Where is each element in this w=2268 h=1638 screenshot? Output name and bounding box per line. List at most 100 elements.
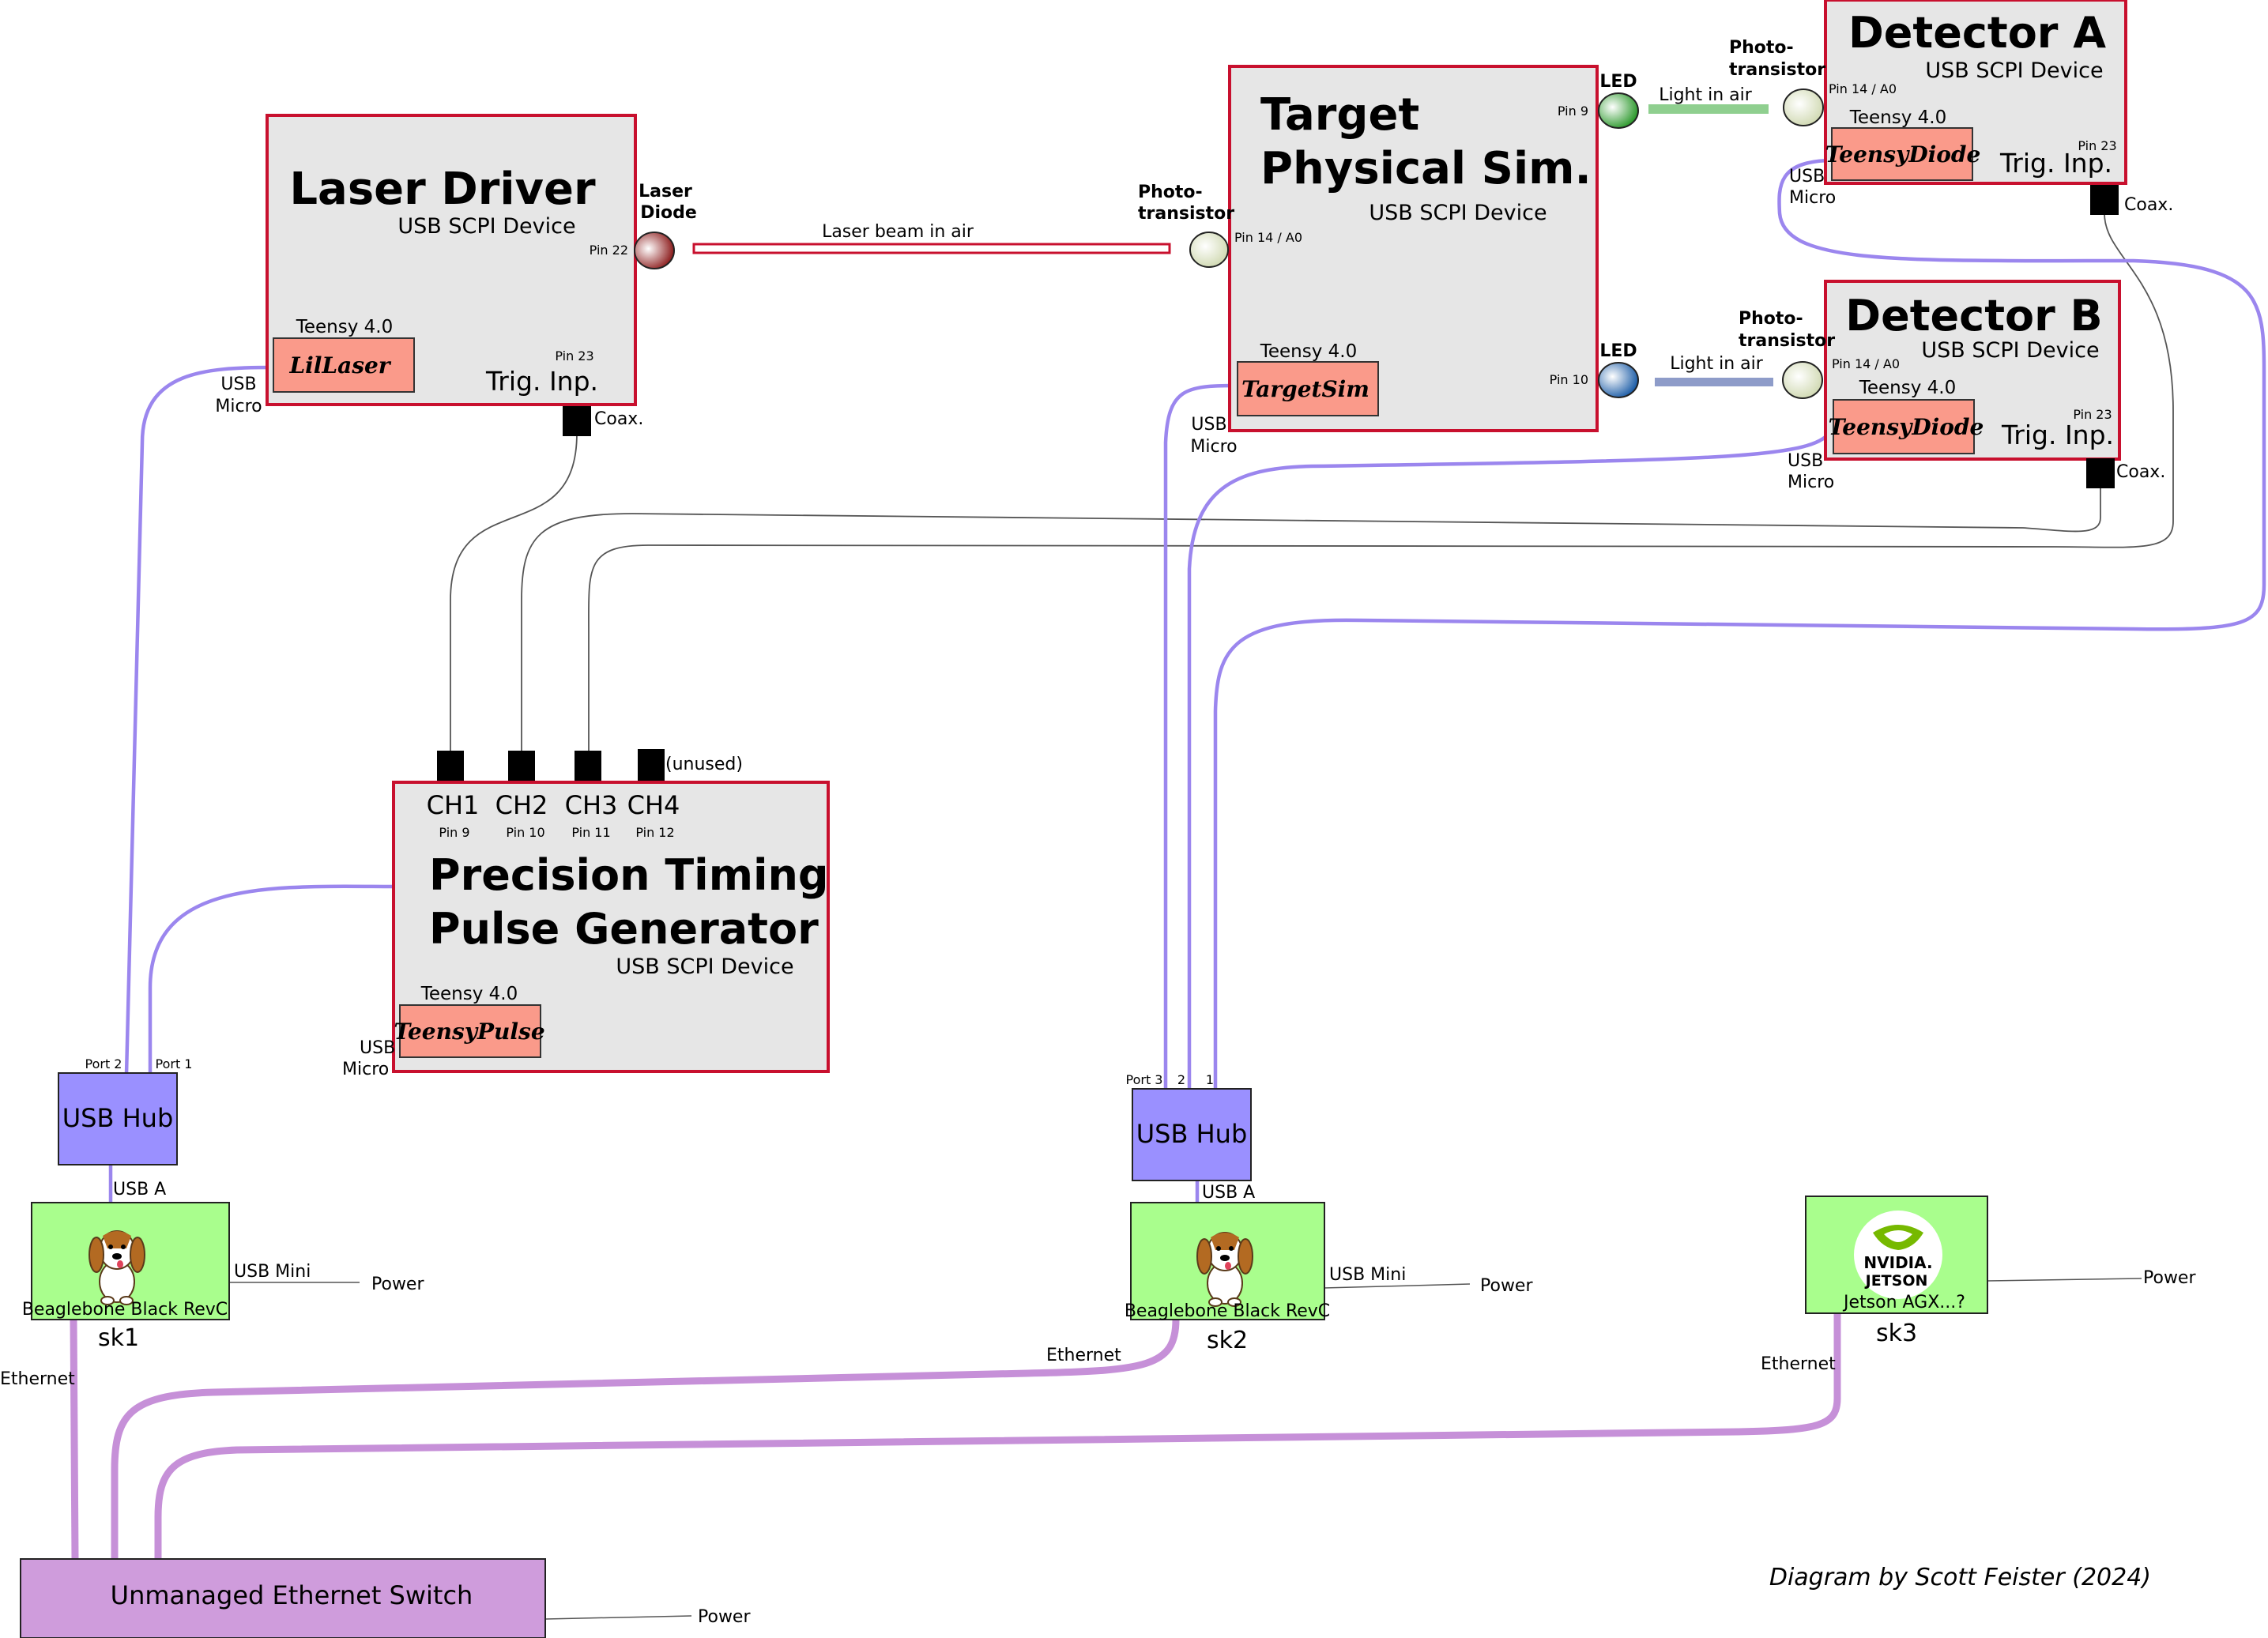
laser-beam-label: Laser beam in air — [822, 222, 974, 242]
usb-pulsegen-to-hub1 — [148, 884, 400, 1075]
ethernet-switch-box — [20, 1558, 546, 1638]
ch1-coax-port — [437, 751, 464, 782]
laser-diode-label-1: Laser — [639, 182, 692, 201]
usb-detector-b-to-hub2 — [1187, 427, 1834, 1090]
detector-a-device: Detector A USB SCPI Device Pin 14 / A0 T… — [1729, 0, 2173, 215]
detector-b-trig-pin: Pin 23 — [2073, 407, 2112, 422]
detector-b-input-pin: Pin 14 / A0 — [1832, 356, 1900, 371]
beagle-dog-icon — [1196, 1232, 1253, 1307]
ch2-label: CH2 — [495, 790, 548, 820]
usb-hub-1-usb-a: USB A — [113, 1180, 166, 1199]
laser-driver-usb-label-2: Micro — [215, 397, 262, 416]
ethernet-sk1-switch — [70, 1317, 79, 1560]
ch3-pin: Pin 11 — [571, 825, 610, 840]
detector-a-teensy-label: Teensy 4.0 — [1849, 107, 1947, 128]
sk2-name: sk2 — [1207, 1327, 1248, 1354]
ethernet-switch: Unmanaged Ethernet Switch Power — [20, 1558, 751, 1638]
detector-b-device: Detector B USB SCPI Device Pin 14 / A0 T… — [1739, 280, 2165, 492]
pulse-generator-teensy-label: Teensy 4.0 — [420, 984, 518, 1004]
coax-detector-a-to-ch3 — [588, 213, 2174, 759]
ch4-label: CH4 — [627, 790, 680, 820]
detector-b-subtitle: USB SCPI Device — [1921, 338, 2099, 363]
laser-diode: Laser Diode — [634, 182, 697, 269]
pulse-generator-device: (unused) CH1 CH2 CH3 CH4 Pin 9 Pin 10 Pi… — [342, 749, 830, 1079]
laser-driver-coax-port — [563, 406, 591, 436]
led-a-icon — [1598, 92, 1639, 129]
pulse-generator-title-1: Precision Timing — [429, 850, 829, 900]
sk2-ethernet-label: Ethernet — [1046, 1346, 1121, 1365]
detector-b-firmware: TeensyDiode — [1829, 414, 1984, 440]
detector-a-usb-label-2: Micro — [1789, 188, 1836, 208]
ch1-pin: Pin 9 — [439, 825, 469, 840]
target-sim-led-a-pin: Pin 9 — [1558, 104, 1588, 119]
power-lead-sk2 — [1323, 1283, 1471, 1289]
laser-driver-output-pin: Pin 22 — [590, 243, 628, 258]
pulse-generator-usb-label-2: Micro — [342, 1060, 389, 1079]
sk1-beaglebone: Beaglebone Black RevC sk1 USB Mini Power… — [0, 1202, 424, 1389]
detector-b-teensy-label: Teensy 4.0 — [1859, 378, 1957, 398]
laser-driver-firmware: LilLaser — [288, 352, 391, 378]
nvidia-jetson-logo-icon: NVIDIA. JETSON — [1854, 1211, 1942, 1299]
detector-a-photo-label-1: Photo- — [1729, 38, 1794, 58]
sk3-name: sk3 — [1876, 1320, 1917, 1347]
usb-hub-2-label: USB Hub — [1136, 1119, 1248, 1149]
usb-hub-1: USB Hub Port 2 Port 1 USB A — [58, 1056, 192, 1199]
detector-b-trig-label: Trig. Inp. — [2001, 420, 2114, 450]
target-sim-usb-label-2: Micro — [1190, 437, 1237, 457]
ch3-coax-port — [575, 751, 601, 782]
usb-hub-1-port2: Port 2 — [85, 1056, 122, 1071]
usb-laser-to-hub1 — [124, 365, 273, 1075]
usb-hub-2-box — [1132, 1088, 1252, 1181]
target-sim-input-pin: Pin 14 / A0 — [1234, 230, 1302, 245]
pulse-generator-firmware: TeensyPulse — [394, 1019, 544, 1045]
detector-b-usb-label-2: Micro — [1788, 473, 1834, 492]
detector-b-title: Detector B — [1845, 291, 2102, 341]
usb-hub-2-port3: Port 3 — [1126, 1072, 1163, 1087]
detector-a-title: Detector A — [1848, 8, 2106, 58]
detector-a-input-pin: Pin 14 / A0 — [1829, 81, 1897, 96]
detector-a-trig-pin: Pin 23 — [2078, 138, 2116, 153]
sk2-beaglebone: Beaglebone Black RevC sk2 USB Mini Power… — [1046, 1202, 1533, 1365]
diagram-credit: Diagram by Scott Feister (2024) — [1769, 1564, 2151, 1591]
sk1-ethernet-label: Ethernet — [0, 1369, 75, 1389]
target-sim-device: Target Physical Sim. USB SCPI Device Pin… — [1190, 65, 1599, 457]
laser-driver-title: Laser Driver — [289, 164, 596, 215]
target-sim-subtitle: USB SCPI Device — [1369, 201, 1547, 225]
power-lead-switch — [544, 1615, 692, 1620]
usb-hub-2: USB Hub Port 3 2 1 USB A — [1126, 1072, 1256, 1203]
pulse-generator-title-2: Pulse Generator — [429, 904, 819, 954]
target-sim-teensy-board — [1237, 361, 1379, 416]
light-beam-b — [1655, 378, 1773, 386]
detector-a-photo-label-2: transistor — [1729, 60, 1825, 80]
laser-driver-teensy-board — [273, 337, 415, 393]
laser-diode-label-2: Diode — [640, 203, 697, 223]
jetson-logo-text: JETSON — [1864, 1272, 1928, 1290]
target-sim-led-b-pin: Pin 10 — [1550, 372, 1588, 387]
detector-a-teensy-board — [1831, 127, 1973, 181]
detector-b-usb-label-1: USB — [1788, 451, 1823, 471]
detector-a-coax-label: Coax. — [2124, 195, 2173, 215]
laser-driver-trig-label: Trig. Inp. — [485, 366, 598, 397]
detector-a-subtitle: USB SCPI Device — [1925, 58, 2103, 83]
ch4-pin: Pin 12 — [635, 825, 674, 840]
light-a-label: Light in air — [1659, 85, 1753, 105]
coax-laser-to-ch1 — [450, 432, 578, 759]
led-b-label: LED — [1599, 341, 1637, 361]
detector-b-photo-label-2: transistor — [1739, 331, 1835, 351]
sk2-board-label: Beaglebone Black RevC — [1125, 1301, 1330, 1321]
ethernet-sk2-switch — [111, 1319, 1180, 1559]
sk1-usb-mini: USB Mini — [234, 1262, 311, 1282]
detector-b-teensy-board — [1833, 399, 1975, 454]
target-photo-label-2: transistor — [1138, 204, 1234, 224]
target-sim-title-1: Target — [1260, 89, 1419, 141]
usb-hub-1-label: USB Hub — [62, 1103, 174, 1133]
detector-b-photo-label-1: Photo- — [1739, 309, 1803, 329]
target-sim-firmware: TargetSim — [1241, 376, 1369, 402]
pulse-generator-teensy-board — [399, 1004, 541, 1058]
ch1-label: CH1 — [427, 790, 480, 820]
ch4-coax-port — [638, 749, 665, 781]
usb-hub-2-usb-a: USB A — [1202, 1183, 1255, 1203]
ch3-label: CH3 — [565, 790, 618, 820]
laser-driver-trig-pin: Pin 23 — [555, 348, 593, 363]
